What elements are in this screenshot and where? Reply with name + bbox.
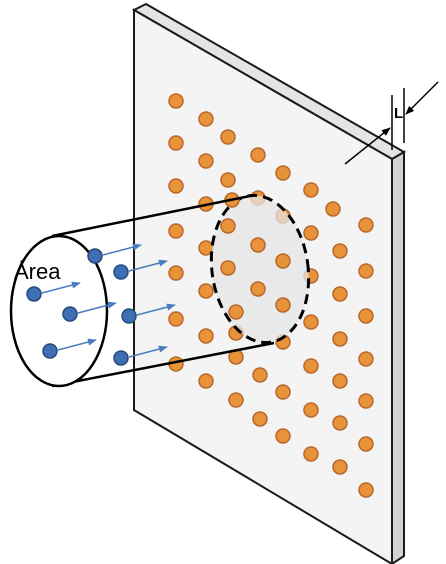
target-particle: [198, 153, 214, 169]
target-particle: [358, 308, 374, 324]
target-particle: [168, 178, 184, 194]
target-particle: [358, 217, 374, 233]
target-particle: [303, 314, 319, 330]
target-particle: [250, 147, 266, 163]
target-particle: [325, 201, 341, 217]
velocity-arrow: [128, 345, 168, 358]
target-particle: [198, 373, 214, 389]
target-particle: [168, 93, 184, 109]
velocity-arrow: [102, 243, 142, 256]
velocity-arrow: [57, 338, 97, 351]
target-particle: [332, 459, 348, 475]
thickness-indicator: L: [344, 81, 439, 165]
cylinder-cross-section: [9, 234, 109, 388]
thickness-label: L: [394, 105, 403, 122]
target-particles: [168, 93, 374, 498]
beam-particle: [113, 350, 129, 366]
beam-cylinder: [9, 194, 275, 388]
target-particle: [220, 218, 236, 234]
target-particle: [198, 328, 214, 344]
target-particle: [275, 297, 291, 313]
target-particle: [332, 243, 348, 259]
target-particle: [332, 286, 348, 302]
cylinder-bottom-line: [51, 341, 275, 388]
velocity-arrow: [77, 301, 117, 314]
target-particle: [250, 281, 266, 297]
velocity-arrow: [136, 303, 176, 316]
target-particle: [358, 393, 374, 409]
target-particle: [168, 223, 184, 239]
target-particle: [332, 331, 348, 347]
target-particle: [303, 446, 319, 462]
target-particle: [252, 367, 268, 383]
target-particle: [168, 311, 184, 327]
target-particle: [228, 392, 244, 408]
target-particle: [275, 253, 291, 269]
target-particle: [220, 129, 236, 145]
beam-particle: [113, 264, 129, 280]
target-particle: [228, 304, 244, 320]
target-particles-in-area: [220, 192, 291, 320]
target-particle: [358, 263, 374, 279]
beam-particle: [87, 248, 103, 264]
slab-edge: [391, 150, 405, 564]
target-particle: [303, 358, 319, 374]
beam-particles: [26, 243, 176, 366]
thickness-arrow-left: [344, 127, 391, 165]
target-particle: [198, 111, 214, 127]
target-particle: [275, 428, 291, 444]
target-particle: [332, 373, 348, 389]
target-particle: [358, 351, 374, 367]
target-particle: [303, 225, 319, 241]
beam-particle: [62, 306, 78, 322]
beam-particle: [42, 343, 58, 359]
cylinder-top-line: [51, 194, 251, 238]
target-particle: [198, 283, 214, 299]
area-label: Área: [14, 259, 61, 284]
target-particle: [252, 411, 268, 427]
target-particle: [220, 172, 236, 188]
target-particle: [220, 260, 236, 276]
target-particle: [303, 182, 319, 198]
target-particle: [303, 402, 319, 418]
target-particle: [250, 237, 266, 253]
target-particle: [358, 436, 374, 452]
thickness-arrow-right: [405, 81, 439, 115]
target-particle: [358, 482, 374, 498]
velocity-arrow: [41, 281, 81, 294]
velocity-arrow: [128, 259, 168, 272]
target-particle: [168, 135, 184, 151]
beam-particle: [26, 286, 42, 302]
target-particle: [275, 165, 291, 181]
beam-particle: [121, 308, 137, 324]
target-particle: [275, 384, 291, 400]
target-particle: [168, 265, 184, 281]
target-particle: [332, 415, 348, 431]
